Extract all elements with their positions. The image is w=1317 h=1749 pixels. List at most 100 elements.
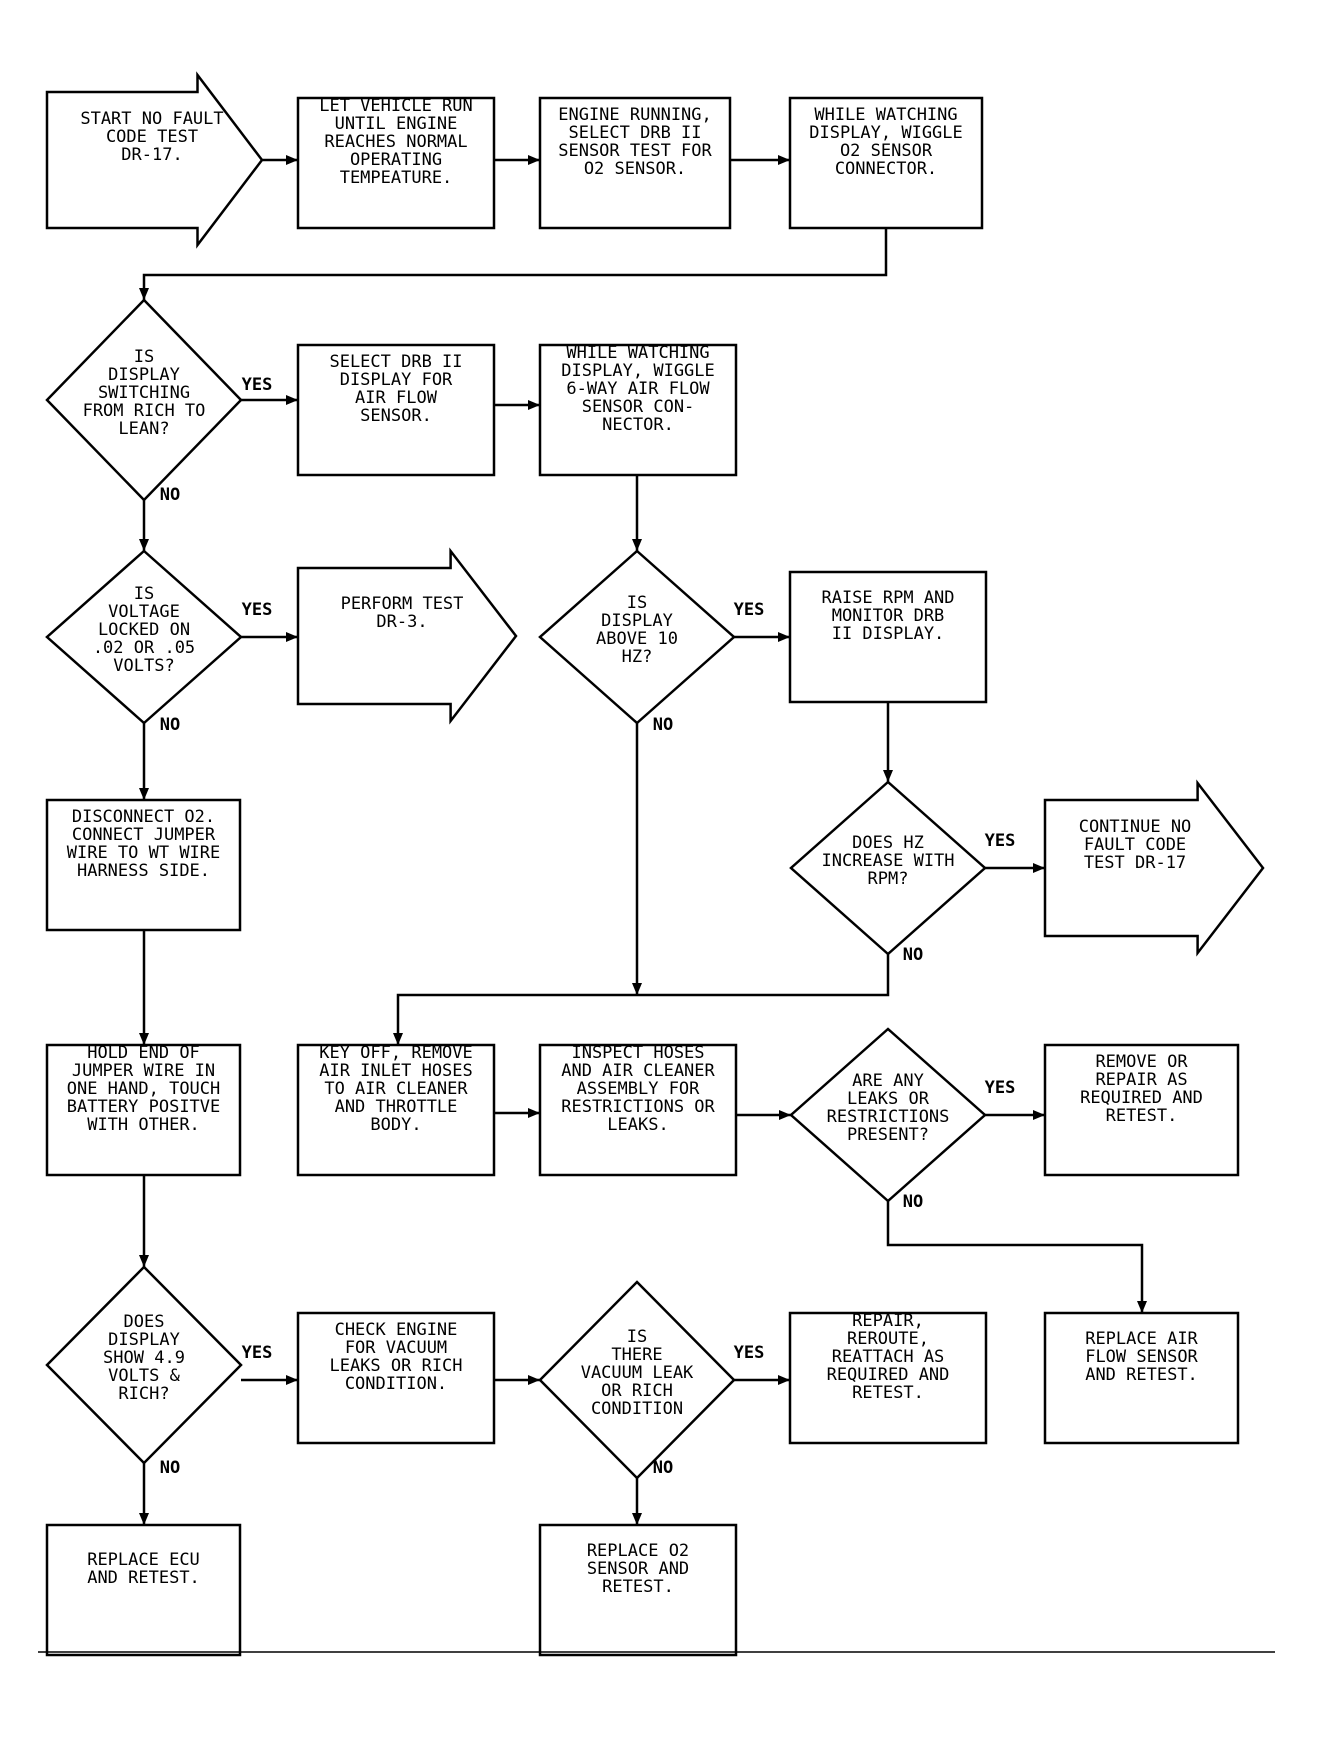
node-text-line: HARNESS SIDE. <box>77 861 210 881</box>
node-text-line: DISPLAY, WIGGLE <box>809 123 963 143</box>
node-text-line: FROM RICH TO <box>83 401 206 421</box>
node-text-line: VOLTS? <box>113 656 174 676</box>
node-text-line: REPLACE O2 <box>587 1541 689 1561</box>
node-text-line: ENGINE RUNNING, <box>558 105 712 125</box>
node-text-line: PRESENT? <box>847 1125 929 1145</box>
branch-label-no: NO <box>160 1458 180 1478</box>
node-text-line: AND RETEST. <box>87 1568 200 1588</box>
process-box <box>538 1043 738 1177</box>
flow-connector <box>886 1201 1144 1313</box>
node-text-line: AIR INLET HOSES <box>319 1061 473 1081</box>
branch-label-yes: YES <box>985 1078 1016 1098</box>
node-text-line: WIRE TO WT WIRE <box>67 843 221 863</box>
arrowhead <box>286 1375 298 1385</box>
decision-diamond <box>538 549 736 725</box>
node-text-line: LEAN? <box>118 419 169 439</box>
node-text-line: REPLACE ECU <box>87 1550 200 1570</box>
node-text-line: LEAKS. <box>607 1115 668 1135</box>
node-text-line: RESTRICTIONS OR <box>561 1097 715 1117</box>
node-text-line: WHILE WATCHING <box>566 343 709 363</box>
node-text-line: DISPLAY <box>108 365 180 385</box>
flow-connector <box>142 228 888 300</box>
branch-label-no: NO <box>653 715 673 735</box>
decision-diamond <box>789 1027 987 1203</box>
node-text-line: VACUUM LEAK <box>581 1363 694 1383</box>
node-text-line: AIR FLOW <box>355 388 438 408</box>
arrowhead <box>883 770 893 782</box>
node-text-line: INSPECT HOSES <box>571 1043 704 1063</box>
process-box <box>45 798 242 932</box>
arrowhead <box>139 288 149 300</box>
node-text-line: ABOVE 10 <box>596 629 678 649</box>
node-text-line: AND RETEST. <box>1085 1365 1198 1385</box>
branch-label-yes: YES <box>242 1343 273 1363</box>
node-text-line: VOLTS & <box>108 1366 180 1386</box>
node-text-line: SENSOR AND <box>587 1559 689 1579</box>
process-box <box>538 1523 738 1657</box>
node-text-line: HZ? <box>622 647 653 667</box>
node-text-line: FAULT CODE <box>1084 835 1186 855</box>
decision-diamond <box>538 1280 736 1480</box>
decision-diamond <box>45 1265 243 1465</box>
node-text-line: JUMPER WIRE IN <box>72 1061 215 1081</box>
branch-label-no: NO <box>653 1458 673 1478</box>
node-text-line: LOCKED ON <box>98 620 190 640</box>
arrowhead <box>139 1513 149 1525</box>
node-text-line: AND AIR CLEANER <box>561 1061 715 1081</box>
node-text-line: REQUIRED AND <box>1080 1088 1203 1108</box>
arrowhead <box>632 539 642 551</box>
arrowhead <box>286 632 298 642</box>
arrowhead <box>528 400 540 410</box>
node-text-line: UNTIL ENGINE <box>335 114 458 134</box>
decision-diamond <box>45 549 243 725</box>
node-text-line: REACHES NORMAL <box>324 132 467 152</box>
arrowhead <box>1033 863 1045 873</box>
process-box <box>538 96 732 230</box>
node-text-line: THERE <box>611 1345 662 1365</box>
node-text-line: DOES HZ <box>852 833 924 853</box>
node-text-line: IS <box>627 1327 647 1347</box>
node-text-line: OR RICH <box>601 1381 673 1401</box>
node-text-line: VOLTAGE <box>108 602 180 622</box>
node-text-line: REPAIR, <box>852 1311 924 1331</box>
node-text-line: II DISPLAY. <box>832 624 945 644</box>
process-box <box>788 570 988 704</box>
branch-label-no: NO <box>903 945 923 965</box>
process-box <box>788 96 984 230</box>
node-text-line: LET VEHICLE RUN <box>319 96 473 116</box>
branch-label-yes: YES <box>734 600 765 620</box>
process-box <box>1043 1311 1240 1445</box>
node-text-line: MONITOR DRB <box>832 606 945 626</box>
arrowhead <box>778 1375 790 1385</box>
node-text-line: RAISE RPM AND <box>821 588 954 608</box>
process-box <box>296 96 496 230</box>
node-text-line: HOLD END OF <box>87 1043 200 1063</box>
terminal-arrow <box>1043 779 1265 957</box>
process-box <box>538 343 738 477</box>
node-text-line: REPLACE AIR <box>1085 1329 1198 1349</box>
node-text-line: RETEST. <box>602 1577 674 1597</box>
arrowhead <box>1137 1301 1147 1313</box>
node-text-line: O2 SENSOR. <box>584 159 686 179</box>
terminal-arrow <box>296 547 518 725</box>
node-text-line: DISPLAY <box>108 1330 180 1350</box>
arrowhead <box>528 1108 540 1118</box>
node-text-line: DR-17. <box>121 145 182 165</box>
process-box <box>296 1043 496 1177</box>
flow-connector <box>396 954 890 1045</box>
node-text-line: SENSOR TEST FOR <box>558 141 712 161</box>
node-text-line: REQUIRED AND <box>827 1365 950 1385</box>
node-text-line: CODE TEST <box>106 127 198 147</box>
node-text-line: FOR VACUUM <box>345 1338 447 1358</box>
branch-label-no: NO <box>160 485 180 505</box>
arrowhead <box>286 155 298 165</box>
process-box <box>296 343 496 477</box>
